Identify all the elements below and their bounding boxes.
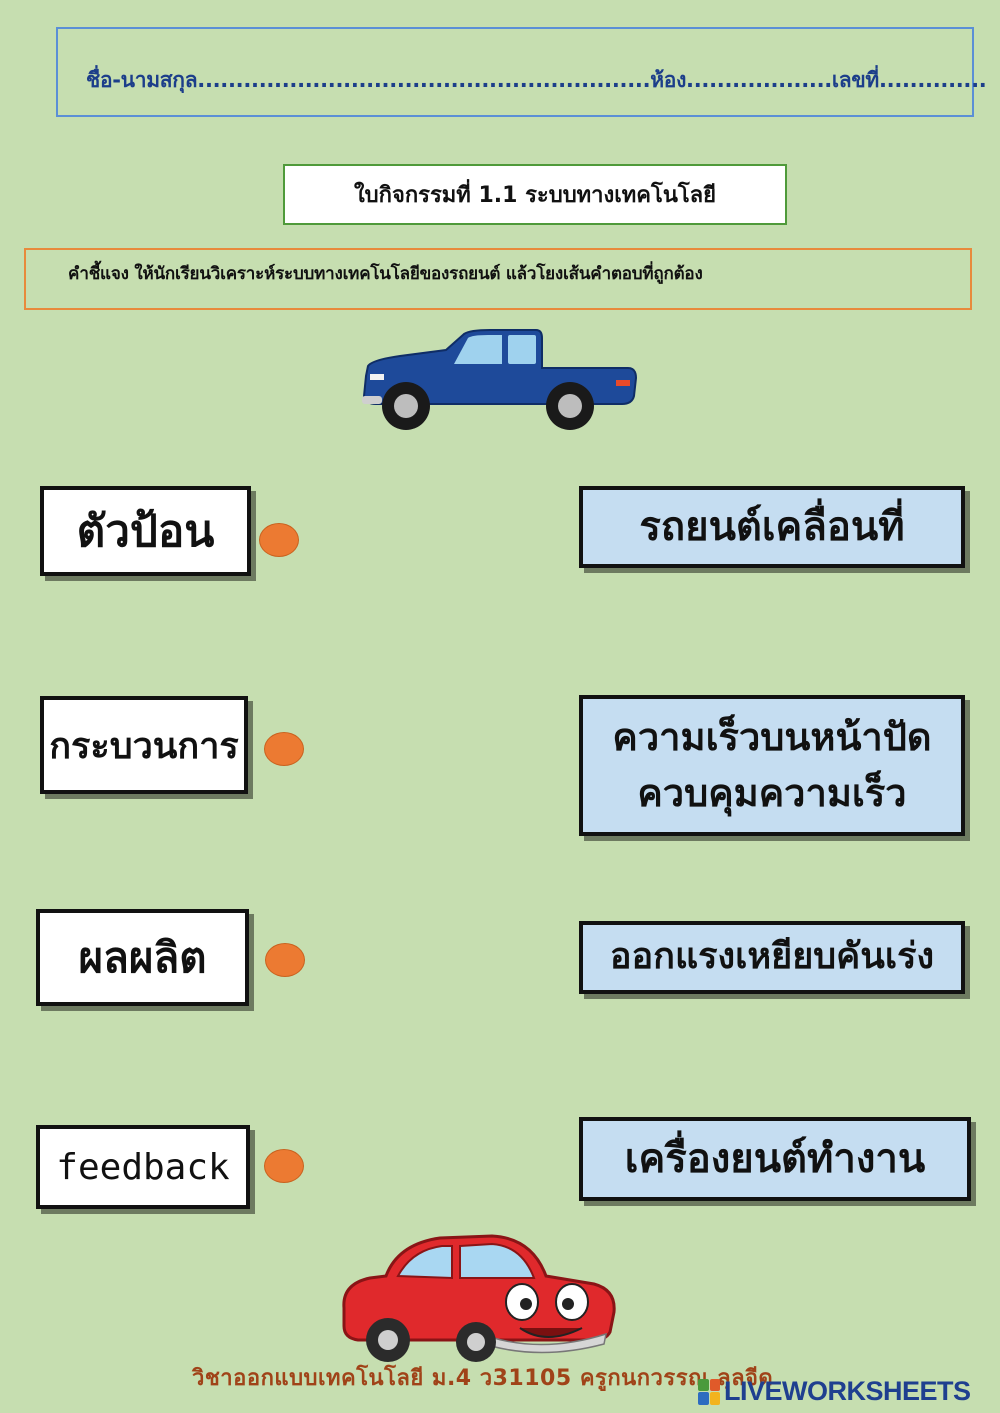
answer-speedometer[interactable]: ความเร็วบนหน้าปัด ควบคุมความเร็ว [579, 695, 965, 836]
term-input: ตัวป้อน [40, 486, 251, 576]
activity-title: ใบกิจกรรมที่ 1.1 ระบบทางเทคโนโลยี [283, 164, 787, 225]
pickup-truck-illustration [362, 329, 638, 430]
match-dot-feedback[interactable] [264, 1149, 304, 1183]
match-dot-process[interactable] [264, 732, 304, 766]
answer-text: ออกแรงเหยียบคันเร่ง [609, 936, 935, 978]
term-process: กระบวนการ [40, 696, 248, 794]
liveworksheets-logo[interactable]: LIVEWORKSHEETS [698, 1376, 971, 1407]
instruction-text: คำชี้แจง ให้นักเรียนวิเคราะห์ระบบทางเทคโ… [24, 248, 972, 310]
match-dot-input[interactable] [259, 523, 299, 557]
term-feedback: feedback [36, 1125, 250, 1209]
answer-press-accelerator[interactable]: ออกแรงเหยียบคันเร่ง [579, 921, 965, 994]
match-dot-output[interactable] [265, 943, 305, 977]
answer-text: รถยนต์เคลื่อนที่ [639, 504, 905, 550]
liveworksheets-logo-icon [698, 1378, 720, 1405]
answer-text: เครื่องยนต์ทำงาน [624, 1136, 926, 1182]
answer-text-line1: ความเร็วบนหน้าปัด [612, 715, 932, 760]
student-info-box [56, 27, 974, 117]
course-footer: วิชาออกแบบเทคโนโลยี ม.4 ว31105 ครูกนกวรร… [192, 1366, 774, 1391]
logo-text: LIVEWORKSHEETS [724, 1376, 971, 1406]
cartoon-red-car-illustration [342, 1234, 616, 1362]
answer-engine-runs[interactable]: เครื่องยนต์ทำงาน [579, 1117, 971, 1201]
answer-text-line2: ควบคุมความเร็ว [637, 770, 907, 815]
term-output: ผลผลิต [36, 909, 249, 1006]
student-info-line[interactable]: ชื่อ-นามสกุล............................… [86, 68, 987, 92]
answer-car-moves[interactable]: รถยนต์เคลื่อนที่ [579, 486, 965, 568]
